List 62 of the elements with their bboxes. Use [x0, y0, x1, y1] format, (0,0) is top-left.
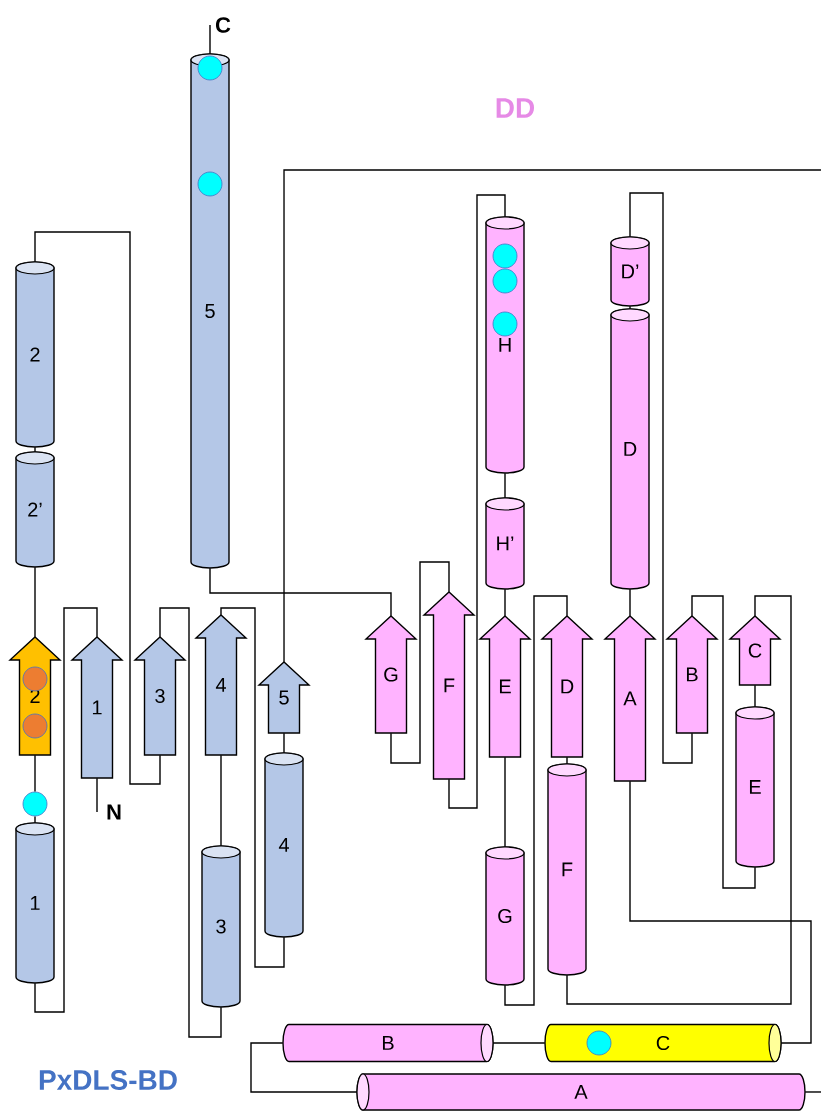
helix-cylinder: 2’	[15, 451, 55, 568]
loop-line	[492, 1042, 546, 1044]
loop-line	[34, 815, 36, 824]
loop-line	[96, 777, 98, 813]
helix-cylinder: H’	[485, 497, 525, 590]
loop-line	[566, 595, 792, 1005]
beta-strand: G	[364, 615, 418, 734]
helix-cylinder: G	[485, 846, 525, 986]
helix-cylinder: D’	[610, 236, 650, 307]
loop-line	[629, 192, 693, 764]
beta-strand: 3	[133, 636, 187, 756]
loop-line	[159, 607, 222, 1038]
loop-line	[691, 595, 756, 889]
beta-strand: 1	[70, 636, 124, 779]
domain-label: DD	[496, 98, 535, 118]
loop-line	[629, 305, 631, 310]
loop-line	[220, 754, 222, 847]
loop-line	[504, 588, 506, 617]
beta-strand: 5	[257, 661, 311, 734]
loop-line	[504, 472, 506, 499]
helix-cylinder: B	[282, 1023, 494, 1063]
loop-line	[504, 756, 506, 848]
beta-strand: 4	[194, 614, 248, 756]
loop-line	[754, 684, 756, 708]
loop-line	[34, 231, 161, 785]
beta-strand: A	[603, 615, 657, 782]
loop-line	[629, 588, 631, 617]
beta-strand: F	[422, 591, 476, 780]
loop-line	[209, 567, 392, 617]
helix-cylinder: D	[610, 308, 650, 590]
loop-line	[250, 1042, 358, 1093]
loop-line	[283, 732, 285, 754]
loop-line	[804, 1091, 821, 1093]
loop-line	[34, 607, 98, 1013]
beta-strand: D	[540, 615, 594, 758]
loop-line	[34, 446, 36, 453]
helix-cylinder: 3	[201, 845, 241, 1008]
loop-line	[209, 24, 211, 55]
site-dot	[22, 791, 48, 817]
loop-line	[283, 169, 821, 663]
loop-line	[390, 561, 450, 764]
beta-strand: C	[728, 615, 782, 686]
terminus-label: C	[215, 17, 231, 33]
loop-line	[629, 780, 812, 1044]
helix-cylinder: E	[735, 706, 775, 868]
loop-line	[504, 595, 568, 1006]
loop-line	[34, 754, 36, 793]
beta-strand: B	[665, 615, 719, 734]
helix-cylinder: 2	[15, 261, 55, 448]
helix-cylinder: F	[547, 763, 587, 976]
loop-line	[34, 566, 36, 638]
loop-line	[220, 607, 285, 968]
helix-cylinder: A	[356, 1073, 806, 1111]
helix-cylinder: 1	[15, 822, 55, 984]
loop-line	[448, 194, 506, 809]
beta-strand: E	[478, 615, 532, 758]
domain-label: PxDLS-BD	[39, 1070, 177, 1090]
terminus-label: N	[107, 804, 121, 820]
helix-cylinder: 4	[264, 752, 304, 938]
loop-line	[566, 756, 568, 765]
helix-cylinder: 5	[190, 53, 230, 569]
helix-cylinder: C	[544, 1023, 782, 1063]
